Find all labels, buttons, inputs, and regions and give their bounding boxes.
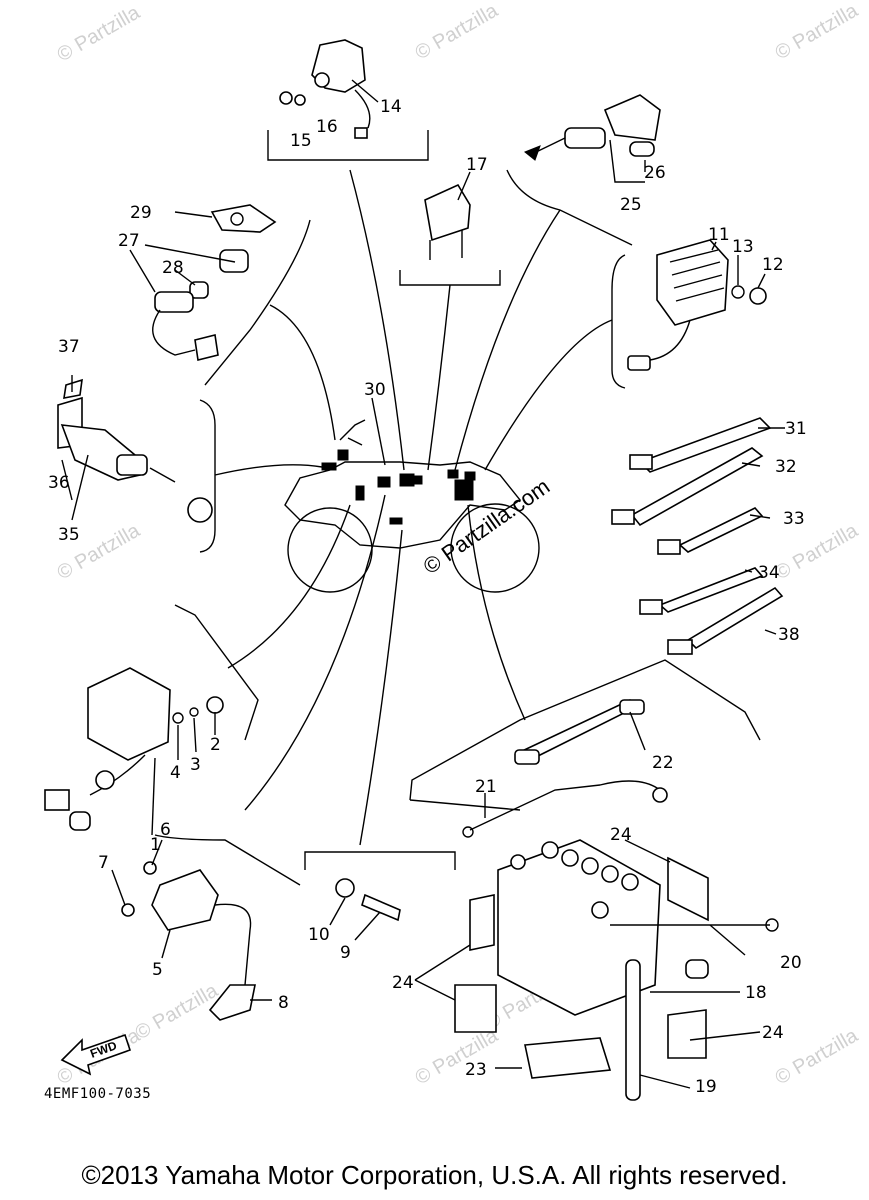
callout-4: 4 [170, 763, 181, 783]
watermark: © Partzilla [412, 1024, 503, 1089]
callout-7: 7 [98, 853, 109, 873]
callout-23: 23 [465, 1060, 487, 1080]
callout-33: 33 [783, 509, 805, 529]
callout-leaders [61, 79, 785, 1089]
callout-17: 17 [466, 155, 488, 175]
atv-outline: © Partzilla.com [284, 419, 554, 593]
callout-13: 13 [732, 237, 754, 257]
watermark: © Partzilla [772, 0, 863, 64]
part-horn-switch [524, 94, 661, 183]
callout-31: 31 [785, 419, 807, 439]
callout-15: 15 [290, 131, 312, 151]
figure-code: 4EMF100-7035 [44, 1086, 152, 1102]
watermark: © Partzilla [412, 0, 503, 64]
part-grommet [210, 204, 277, 233]
callout-9: 9 [340, 943, 351, 963]
callout-12: 12 [762, 255, 784, 275]
callout-24-right: 24 [762, 1023, 784, 1043]
callout-30: 30 [364, 380, 386, 400]
callout-16: 16 [316, 117, 338, 137]
part-sensor [152, 249, 249, 361]
callout-29: 29 [130, 203, 152, 223]
part-ignition-coil [121, 861, 256, 1021]
part-rectifier-regulator [627, 239, 767, 371]
part-neutral-switch-assembly [57, 378, 213, 523]
watermark: © Partzilla [772, 1024, 863, 1089]
part-sensor-9-10 [335, 878, 401, 922]
callout-27: 27 [118, 231, 140, 251]
callout-24-top: 24 [610, 825, 632, 845]
callout-34: 34 [758, 563, 780, 583]
callout-25: 25 [620, 195, 642, 215]
callout-20: 20 [780, 953, 802, 973]
callout-3: 3 [190, 755, 201, 775]
callout-38: 38 [778, 625, 800, 645]
part-battery [454, 839, 779, 1101]
callout-26: 26 [644, 163, 666, 183]
copyright-notice: ©2013 Yamaha Motor Corporation, U.S.A. A… [81, 1160, 788, 1190]
callout-10: 10 [308, 925, 330, 945]
callout-37: 37 [58, 337, 80, 357]
callout-35: 35 [58, 525, 80, 545]
leader-lines [214, 169, 613, 846]
group-brackets [154, 130, 761, 886]
callout-21: 21 [475, 777, 497, 797]
part-battery-band [514, 699, 645, 765]
callout-5: 5 [152, 960, 163, 980]
callout-8: 8 [278, 993, 289, 1013]
fwd-arrow: FWD [60, 1033, 132, 1076]
callout-24-left: 24 [392, 973, 414, 993]
part-headlight-relay [424, 183, 471, 260]
callout-11: 11 [708, 225, 730, 245]
part-cable-ties [611, 417, 784, 655]
part-starter-relay [279, 39, 371, 139]
watermark: © Partzilla [132, 979, 223, 1044]
callout-2: 2 [210, 735, 221, 755]
callout-36: 36 [48, 473, 70, 493]
callout-22: 22 [652, 753, 674, 773]
callout-18: 18 [745, 983, 767, 1003]
callout-1: 1 [150, 835, 161, 855]
callouts: 1 2 3 4 5 6 7 8 9 10 11 12 13 14 15 16 1… [48, 97, 807, 1097]
callout-19: 19 [695, 1077, 717, 1097]
callout-6: 6 [160, 820, 171, 840]
watermark: © Partzilla [54, 1, 145, 66]
callout-14: 14 [380, 97, 402, 117]
part-battery-cable [462, 780, 668, 838]
part-cdi-unit [44, 667, 224, 831]
callout-32: 32 [775, 457, 797, 477]
callout-28: 28 [162, 258, 184, 278]
